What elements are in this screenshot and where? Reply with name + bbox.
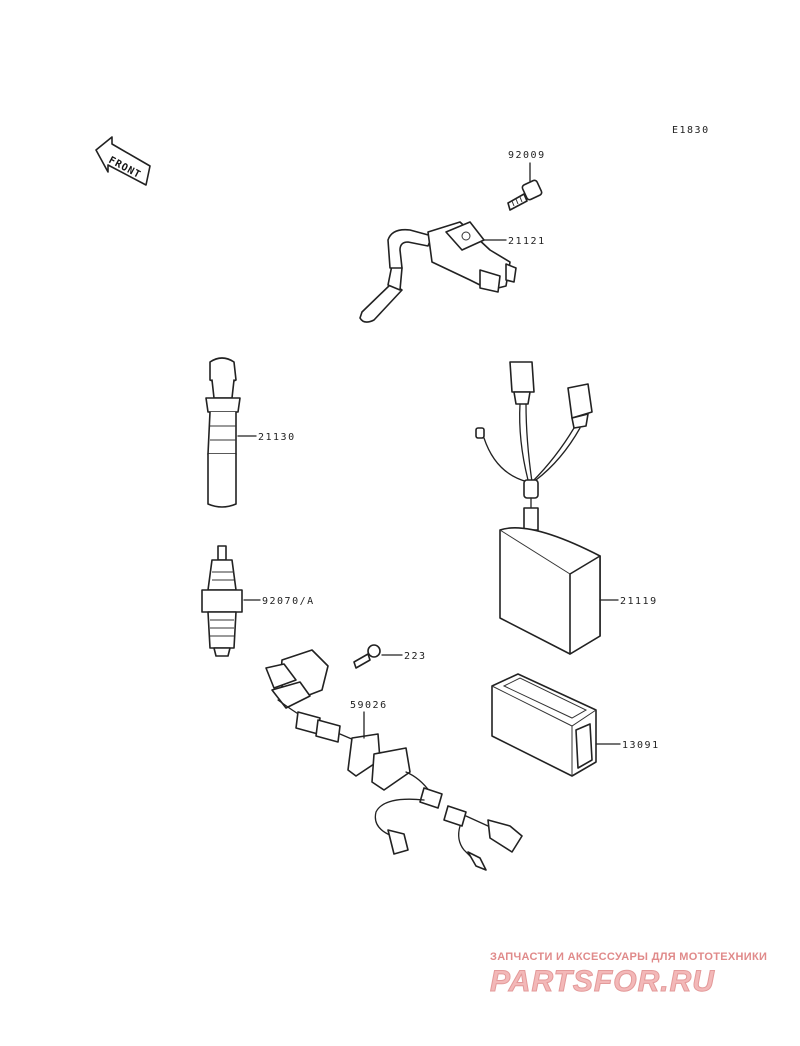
part-number-92070a: 92070/A	[262, 596, 315, 607]
diagram-code: E1830	[672, 125, 710, 136]
ignition-coil-21121	[359, 221, 517, 323]
screw-223	[353, 644, 381, 669]
front-arrow-icon: FRONT	[95, 136, 151, 186]
part-number-21119: 21119	[620, 596, 658, 607]
part-number-13091: 13091	[622, 740, 660, 751]
bolt-92009	[507, 179, 543, 211]
spark-plug-92070a	[201, 545, 243, 657]
part-number-21121: 21121	[508, 236, 546, 247]
case-13091	[491, 673, 597, 777]
part-number-21130: 21130	[258, 432, 296, 443]
part-number-92009: 92009	[508, 150, 546, 161]
watermark-tagline: ЗАПЧАСТИ И АКСЕССУАРЫ ДЛЯ МОТОТЕХНИКИ	[490, 951, 768, 963]
watermark-logo: PARTSFOR.RU	[490, 965, 715, 999]
spark-plug-cap-21130	[205, 357, 241, 508]
part-number-59026: 59026	[350, 700, 388, 711]
regulator-59026	[265, 649, 523, 871]
cdi-unit-21119	[475, 361, 601, 655]
part-number-223: 223	[404, 651, 427, 662]
